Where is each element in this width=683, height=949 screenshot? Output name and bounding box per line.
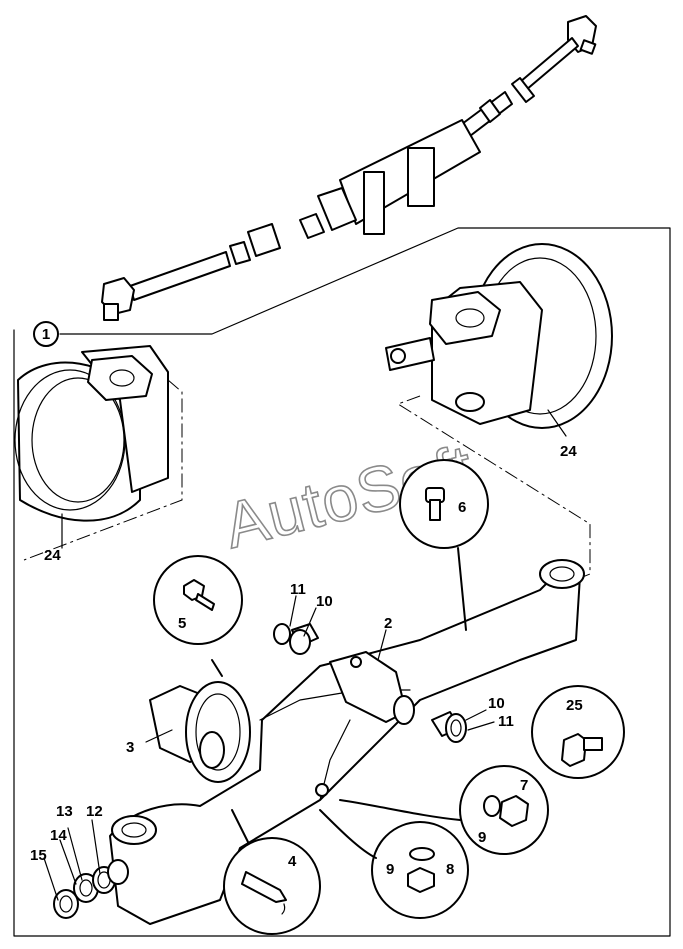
- track-rod-assembly: [101, 15, 597, 321]
- brake-unit-left: [14, 345, 169, 522]
- callout-10-lower: 10: [488, 695, 505, 712]
- callout-6: 6: [458, 499, 466, 516]
- callout-11-lower: 11: [498, 713, 514, 730]
- callout-14: 14: [50, 827, 67, 844]
- callout-7: 7: [520, 777, 528, 794]
- detail-circle-bolt-6: [399, 459, 489, 549]
- callout-1: 1: [42, 326, 50, 343]
- callout-24-left: 24: [44, 547, 61, 564]
- callout-8: 8: [446, 861, 454, 878]
- bush-seal-upper: [273, 623, 319, 655]
- callout-13: 13: [56, 803, 73, 820]
- callout-12: 12: [86, 803, 103, 820]
- assembly-callout-circle: [33, 321, 59, 347]
- callout-4: 4: [288, 853, 297, 870]
- callout-3: 3: [126, 739, 134, 756]
- brake-unit-right: [385, 243, 613, 429]
- callout-10-upper: 10: [316, 593, 333, 610]
- detail-circle-bolt-25: [531, 685, 625, 779]
- callout-15: 15: [30, 847, 47, 864]
- hub-flange: [149, 681, 251, 783]
- axle-beam: [109, 559, 585, 925]
- callout-24-right: 24: [560, 443, 577, 460]
- seal-rings: [53, 859, 129, 919]
- callout-9-plug: 9: [478, 829, 486, 846]
- callout-5: 5: [178, 615, 186, 632]
- callout-9-nut: 9: [386, 861, 394, 878]
- callout-25: 25: [566, 697, 583, 714]
- callout-11-upper: 11: [290, 581, 306, 598]
- assembly-frame: [13, 227, 671, 937]
- bush-seal-lower: [431, 711, 467, 743]
- callout-2: 2: [384, 615, 392, 632]
